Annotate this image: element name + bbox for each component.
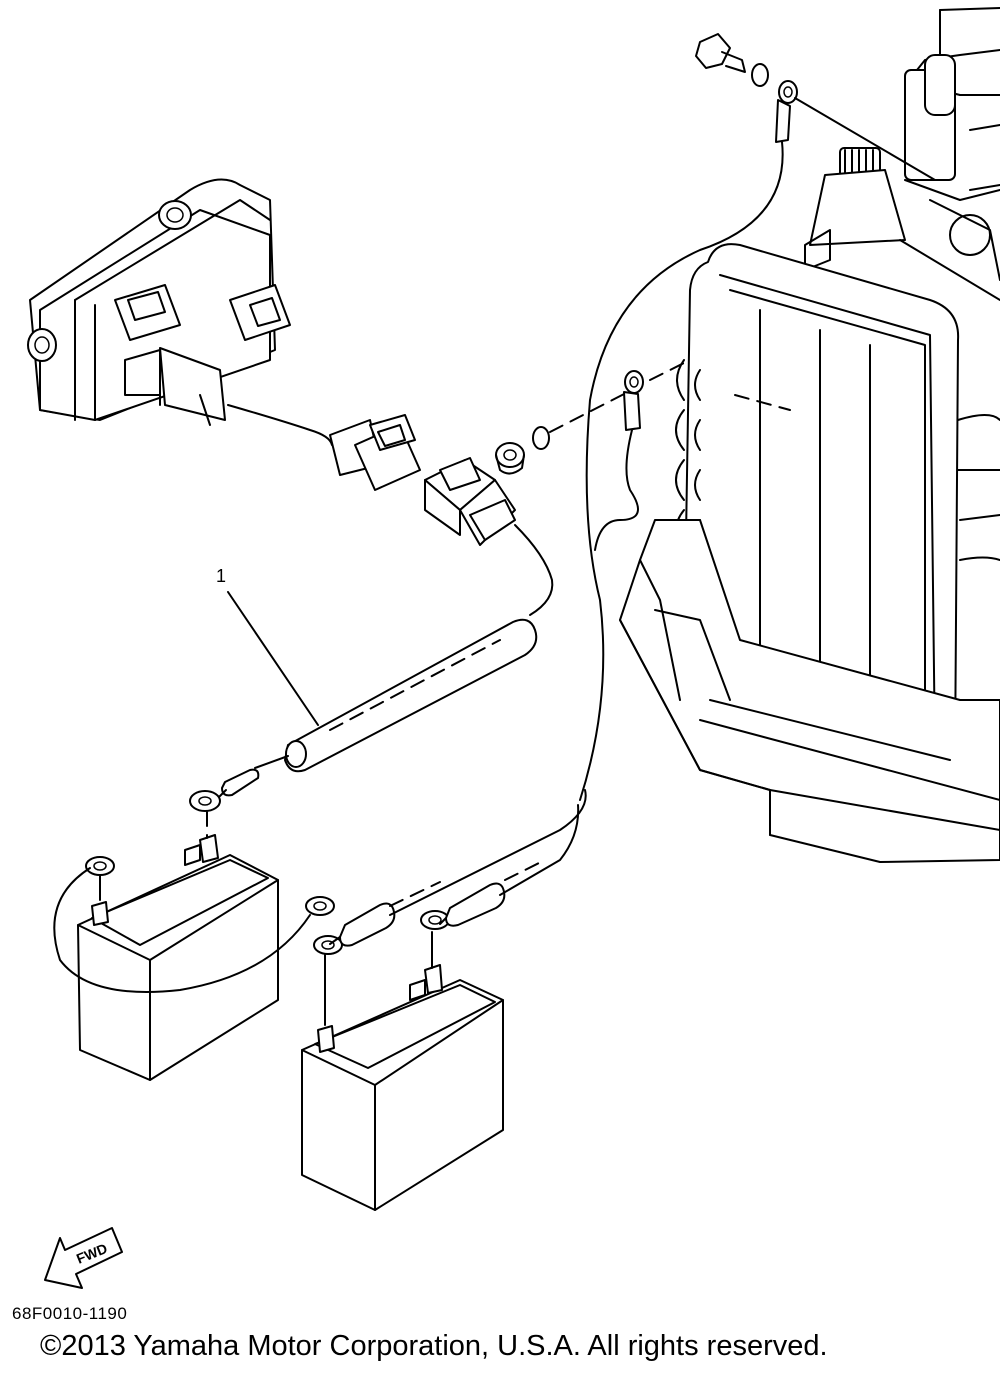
engine-assembly [620, 8, 1000, 862]
cover-ground-set [496, 360, 690, 550]
battery-1 [54, 812, 334, 1080]
control-unit [28, 180, 290, 425]
harness-connectors [228, 405, 552, 615]
fwd-arrow-icon [45, 1228, 122, 1288]
part-callout-1: 1 [216, 566, 227, 586]
callout-1-leader [228, 592, 318, 725]
battery-2 [302, 911, 503, 1210]
diagram-code: 68F0010-1190 [12, 1304, 128, 1323]
battery-cable [190, 620, 536, 811]
ground-bolt-set [580, 34, 935, 800]
battery-cable-2 [330, 790, 586, 946]
copyright-notice: ©2013 Yamaha Motor Corporation, U.S.A. A… [40, 1330, 828, 1362]
